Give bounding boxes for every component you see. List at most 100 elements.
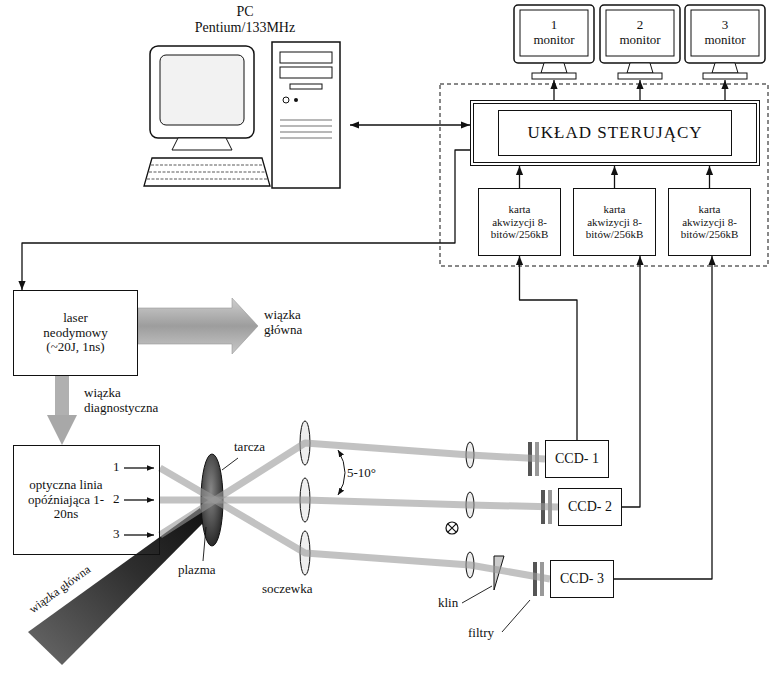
light-beam bbox=[160, 443, 545, 535]
signal-connector bbox=[519, 166, 520, 188]
text-block: karta akwizycji 8-bitów/256kB bbox=[586, 203, 643, 241]
acquisition-card-box: karta akwizycji 8-bitów/256kB bbox=[668, 188, 751, 256]
diagnostic-beam-arrow bbox=[55, 376, 69, 415]
signal-connector bbox=[622, 256, 640, 507]
pc-illustration bbox=[280, 67, 332, 78]
control-unit-box: UKŁAD STERUJĄCY bbox=[470, 100, 760, 166]
monitor-screen bbox=[520, 10, 588, 56]
node-text: optyczna linia opóźniająca 1-20ns bbox=[18, 478, 114, 523]
part-label: klin bbox=[438, 596, 458, 611]
acquisition-enclosure bbox=[440, 84, 768, 266]
monitor-screen-area: 2 monitor bbox=[606, 10, 674, 56]
node-text: CCD- 3 bbox=[560, 571, 604, 587]
text-block: karta akwizycji 8-bitów/256kB bbox=[491, 203, 548, 241]
text-block: PC Pentium/133MHz bbox=[195, 2, 295, 36]
monitor-base bbox=[618, 73, 662, 79]
acquisition-card-box: karta akwizycji 8-bitów/256kB bbox=[478, 188, 561, 256]
delay-line-arrows bbox=[124, 499, 154, 500]
pc-illustration bbox=[150, 46, 254, 138]
pc-illustration bbox=[144, 158, 270, 186]
ccd-camera-box: CCD- 2 bbox=[558, 488, 622, 526]
text-block: CCD- 3 bbox=[560, 571, 604, 587]
monitor-screen bbox=[691, 10, 759, 56]
polarizer-symbol bbox=[446, 522, 458, 534]
angle-label: 5-10° bbox=[347, 466, 376, 481]
signal-connector bbox=[553, 80, 554, 100]
node-text: 3 monitor bbox=[704, 18, 745, 48]
pc-illustration bbox=[160, 55, 244, 125]
callout-number: 2 bbox=[113, 492, 120, 507]
node-text: CCD- 2 bbox=[568, 499, 612, 515]
monitor-base bbox=[532, 73, 576, 79]
callout-number: 1 bbox=[113, 460, 120, 475]
node-text: 2 monitor bbox=[619, 18, 660, 48]
leader-lines bbox=[502, 600, 530, 632]
text-block: 1 monitor bbox=[533, 18, 574, 48]
acquisition-card-box: karta akwizycji 8-bitów/256kB bbox=[573, 188, 656, 256]
signal-connector bbox=[639, 80, 640, 100]
node-text: karta akwizycji 8-bitów/256kB bbox=[491, 203, 548, 241]
main-beam-arrow bbox=[138, 298, 258, 354]
pc-illustration bbox=[272, 42, 340, 188]
leader-lines bbox=[222, 458, 238, 470]
light-beam bbox=[160, 468, 550, 579]
delay-line-arrows bbox=[124, 467, 154, 468]
ccd-camera-box: CCD- 3 bbox=[550, 560, 614, 598]
node-text: karta akwizycji 8-bitów/256kB bbox=[586, 203, 643, 241]
polarizer-symbol bbox=[446, 522, 458, 534]
beam-label: wiązka główna bbox=[264, 308, 302, 338]
leader-lines bbox=[203, 527, 206, 561]
inner-frame: UKŁAD STERUJĄCY bbox=[498, 110, 732, 156]
node-text: karta akwizycji 8-bitów/256kB bbox=[681, 203, 738, 241]
monitor-stand bbox=[712, 63, 738, 73]
text-block: 3 monitor bbox=[704, 18, 745, 48]
monitor-stand bbox=[627, 63, 653, 73]
text-block: optyczna linia opóźniająca 1-20ns bbox=[18, 478, 114, 523]
signal-connector bbox=[724, 80, 725, 100]
monitor-screen bbox=[606, 10, 674, 56]
node-text: 1 monitor bbox=[533, 18, 574, 48]
monitor-screen-area: 3 monitor bbox=[691, 10, 759, 56]
callout-number: 3 bbox=[113, 527, 120, 542]
pc-illustration bbox=[290, 84, 322, 89]
part-label: tarcza bbox=[234, 440, 265, 455]
part-label: plazma bbox=[178, 563, 216, 578]
monitor-frame bbox=[600, 5, 680, 63]
text-block: CCD- 2 bbox=[568, 499, 612, 515]
pc-illustration bbox=[280, 52, 332, 63]
monitor-frame bbox=[685, 5, 765, 63]
signal-connector bbox=[520, 256, 578, 440]
text-block: CCD- 1 bbox=[555, 451, 599, 467]
pc-illustration bbox=[280, 120, 332, 138]
signal-connector bbox=[350, 124, 470, 125]
angle-mark bbox=[338, 450, 345, 495]
pc-illustration bbox=[283, 97, 289, 103]
monitor-base bbox=[703, 73, 747, 79]
delay-line-arrows bbox=[124, 534, 154, 535]
signal-connector bbox=[709, 166, 710, 188]
polarizer-symbol bbox=[448, 524, 456, 532]
signal-connector bbox=[22, 150, 470, 290]
computer-node: PC Pentium/133MHz bbox=[140, 2, 350, 190]
monitor-stand bbox=[541, 63, 567, 73]
ccd-camera-box: CCD- 1 bbox=[545, 440, 609, 478]
text-block: 2 monitor bbox=[619, 18, 660, 48]
delay-line-arrows bbox=[124, 468, 154, 535]
leader-lines bbox=[203, 458, 530, 632]
part-label: soczewka bbox=[262, 582, 313, 597]
pc-illustration bbox=[147, 165, 267, 179]
pc-illustration bbox=[294, 98, 298, 102]
text-block: karta akwizycji 8-bitów/256kB bbox=[681, 203, 738, 241]
leader-lines bbox=[462, 586, 492, 603]
beam-label: wiązka diagnostyczna bbox=[84, 386, 158, 416]
laser-box: laser neodymowy (~20J, 1ns) bbox=[13, 290, 138, 376]
node-text: laser neodymowy (~20J, 1ns) bbox=[30, 311, 122, 356]
pc-illustration bbox=[172, 138, 232, 150]
text-block: laser neodymowy (~20J, 1ns) bbox=[30, 311, 122, 356]
text-block: UKŁAD STERUJĄCY bbox=[527, 123, 702, 143]
monitor-node: 3 monitor bbox=[684, 4, 766, 80]
node-text: PC Pentium/133MHz bbox=[195, 4, 295, 36]
monitor-frame bbox=[514, 5, 594, 63]
node-text: UKŁAD STERUJĄCY bbox=[527, 123, 702, 143]
monitor-node: 2 monitor bbox=[599, 4, 681, 80]
